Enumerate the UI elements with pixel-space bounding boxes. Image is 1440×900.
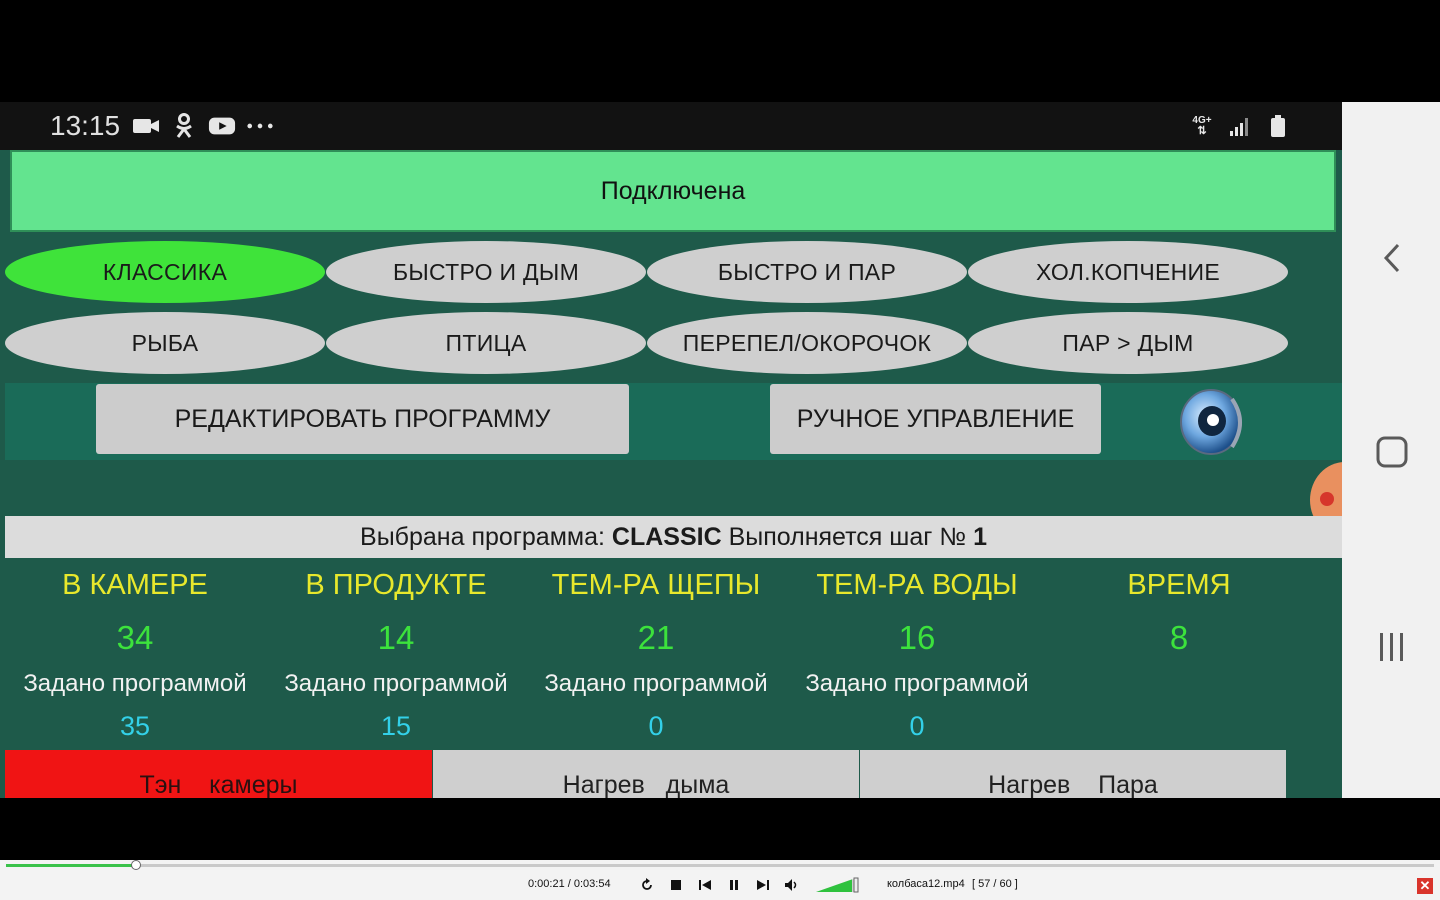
reading-setpoint-label: Задано программой (805, 670, 1029, 697)
reading-value: 34 (116, 619, 154, 656)
program-classic-button[interactable]: КЛАССИКА (5, 241, 325, 303)
previous-icon[interactable] (696, 876, 714, 894)
close-icon[interactable]: ✕ (1417, 878, 1433, 894)
reading-heading: ТЕМ-РА ВОДЫ (816, 569, 1018, 601)
phone-screen: 13:15 4G+ ⇅ (0, 102, 1342, 798)
status-bar: 13:15 4G+ ⇅ (0, 102, 1342, 150)
seek-bar[interactable] (6, 860, 1434, 870)
reading-chamber: В КАМЕРЕ 34 Задано программой 35 (4, 564, 266, 746)
output-chamber-heater[interactable]: Тэн камеры (5, 750, 432, 798)
status-time: 13:15 (50, 110, 121, 141)
network-label: 4G+ (1192, 115, 1212, 126)
program-label: ХОЛ.КОПЧЕНИЕ (1035, 258, 1220, 285)
reading-heading: В ПРОДУКТЕ (305, 569, 487, 601)
program-fast-steam-button[interactable]: БЫСТРО И ПАР (647, 241, 967, 303)
program-label: БЫСТРО И ДЫМ (392, 258, 580, 285)
youtube-icon (208, 113, 236, 139)
stop-icon[interactable] (667, 876, 685, 894)
next-icon[interactable] (754, 876, 772, 894)
odnoklassniki-icon (170, 113, 198, 139)
reading-setpoint-label (1048, 664, 1310, 704)
edit-program-label: РЕДАКТИРОВАТЬ ПРОГРАММУ (174, 404, 551, 433)
recent-apps-icon[interactable] (1372, 627, 1412, 667)
manual-control-label: РУЧНОЕ УПРАВЛЕНИЕ (796, 404, 1075, 433)
program-quail-leg-button[interactable]: ПЕРЕПЕЛ/ОКОРОЧОК (647, 312, 967, 374)
reading-setpoint-label: Задано программой (544, 670, 768, 697)
playback-time: 0:00:21 / 0:03:54 (528, 878, 611, 890)
program-fish-button[interactable]: РЫБА (5, 312, 325, 374)
volume-icon[interactable] (783, 876, 801, 894)
speaker-icon[interactable] (1176, 385, 1250, 459)
program-label: ПАР > ДЫМ (1062, 329, 1194, 356)
reading-setpoint-label: Задано программой (23, 670, 247, 697)
more-dots-icon (246, 113, 274, 139)
info-step: 1 (973, 522, 987, 551)
program-label: ПТИЦА (445, 329, 527, 356)
info-middle: Выполняется шаг № (728, 522, 967, 551)
outputs-row: Тэн камеры Нагрев дыма Нагрев Пара (5, 750, 1342, 798)
info-program: CLASSIC (611, 522, 722, 551)
status-right-icons: 4G+ ⇅ (1188, 113, 1292, 139)
pause-icon[interactable] (725, 876, 743, 894)
program-row-2: РЫБА ПТИЦА ПЕРЕПЕЛ/ОКОРОЧОК ПАР > ДЫМ (0, 310, 1342, 382)
network-4g-icon: 4G+ ⇅ (1192, 115, 1212, 137)
file-name: колбаса12.mp4 (887, 878, 965, 890)
repeat-icon[interactable] (638, 876, 656, 894)
volume-slider[interactable] (816, 877, 860, 893)
reading-time: ВРЕМЯ 8 (1048, 564, 1310, 746)
connection-status: Подключена (10, 150, 1336, 232)
video-camera-icon (132, 113, 160, 139)
output-label: Нагрев Пара (988, 770, 1158, 799)
program-label: ПЕРЕПЕЛ/ОКОРОЧОК (682, 329, 932, 356)
output-label: Нагрев дыма (562, 770, 730, 799)
reading-setpoint-label: Задано программой (284, 670, 508, 697)
reading-product: В ПРОДУКТЕ 14 Задано программой 15 (265, 564, 527, 746)
reading-heading: ВРЕМЯ (1127, 569, 1231, 601)
seek-handle[interactable] (131, 860, 141, 870)
media-player-bar: 0:00:21 / 0:03:54 (0, 860, 1440, 900)
edit-program-button[interactable]: РЕДАКТИРОВАТЬ ПРОГРАММУ (96, 384, 629, 454)
playlist-position: [ 57 / 60 ] (972, 878, 1018, 890)
signal-icon (1226, 113, 1254, 139)
reading-heading: В КАМЕРЕ (62, 569, 208, 601)
status-left-icons (132, 113, 274, 139)
home-icon[interactable] (1372, 432, 1412, 472)
reading-setpoint-value (1048, 706, 1310, 746)
back-icon[interactable] (1372, 238, 1412, 278)
reading-value: 14 (377, 619, 415, 656)
program-label: КЛАССИКА (102, 258, 228, 285)
info-prefix: Выбрана программа: (360, 522, 605, 551)
program-cold-smoking-button[interactable]: ХОЛ.КОПЧЕНИЕ (968, 241, 1288, 303)
reading-setpoint-value: 0 (648, 711, 664, 741)
program-info-bar: Выбрана программа: CLASSIC Выполняется ш… (5, 516, 1342, 558)
program-row-1: КЛАССИКА БЫСТРО И ДЫМ БЫСТРО И ПАР ХОЛ.К… (0, 239, 1342, 311)
reading-value: 21 (637, 619, 675, 656)
seek-fill (6, 864, 135, 867)
reading-water: ТЕМ-РА ВОДЫ 16 Задано программой 0 (786, 564, 1048, 746)
reading-setpoint-value: 0 (909, 711, 925, 741)
connection-label: Подключена (600, 176, 746, 205)
reading-value: 16 (898, 619, 936, 656)
reading-setpoint-value: 35 (119, 711, 151, 741)
output-smoke-heater[interactable]: Нагрев дыма (433, 750, 859, 798)
output-label: Тэн камеры (139, 770, 298, 799)
record-dot-icon (1320, 492, 1334, 506)
reading-heading: ТЕМ-РА ЩЕПЫ (551, 569, 761, 601)
android-nav-bar (1342, 102, 1440, 798)
reading-setpoint-value: 15 (380, 711, 412, 741)
program-fast-smoke-button[interactable]: БЫСТРО И ДЫМ (326, 241, 646, 303)
output-steam-heater[interactable]: Нагрев Пара (860, 750, 1286, 798)
program-label: БЫСТРО И ПАР (717, 258, 897, 285)
reading-chips: ТЕМ-РА ЩЕПЫ 21 Задано программой 0 (525, 564, 787, 746)
reading-value: 8 (1169, 619, 1189, 656)
program-steam-smoke-button[interactable]: ПАР > ДЫМ (968, 312, 1288, 374)
program-poultry-button[interactable]: ПТИЦА (326, 312, 646, 374)
player-controls: 0:00:21 / 0:03:54 (0, 874, 1440, 898)
program-label: РЫБА (131, 329, 199, 356)
close-symbol: ✕ (1419, 878, 1431, 893)
battery-icon (1264, 113, 1292, 139)
manual-control-button[interactable]: РУЧНОЕ УПРАВЛЕНИЕ (770, 384, 1101, 454)
